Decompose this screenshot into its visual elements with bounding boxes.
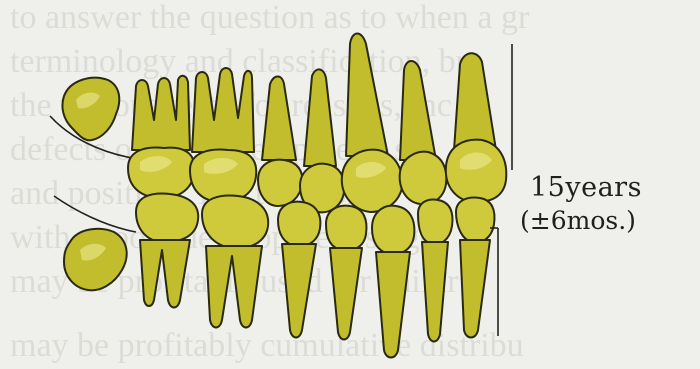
bg-line: may be profitably cumulative distribu xyxy=(10,327,524,364)
age-range-label: (±6mos.) xyxy=(520,206,636,235)
bg-line: to answer the question as to when a gr xyxy=(10,0,530,36)
age-label: 15years xyxy=(530,172,642,203)
